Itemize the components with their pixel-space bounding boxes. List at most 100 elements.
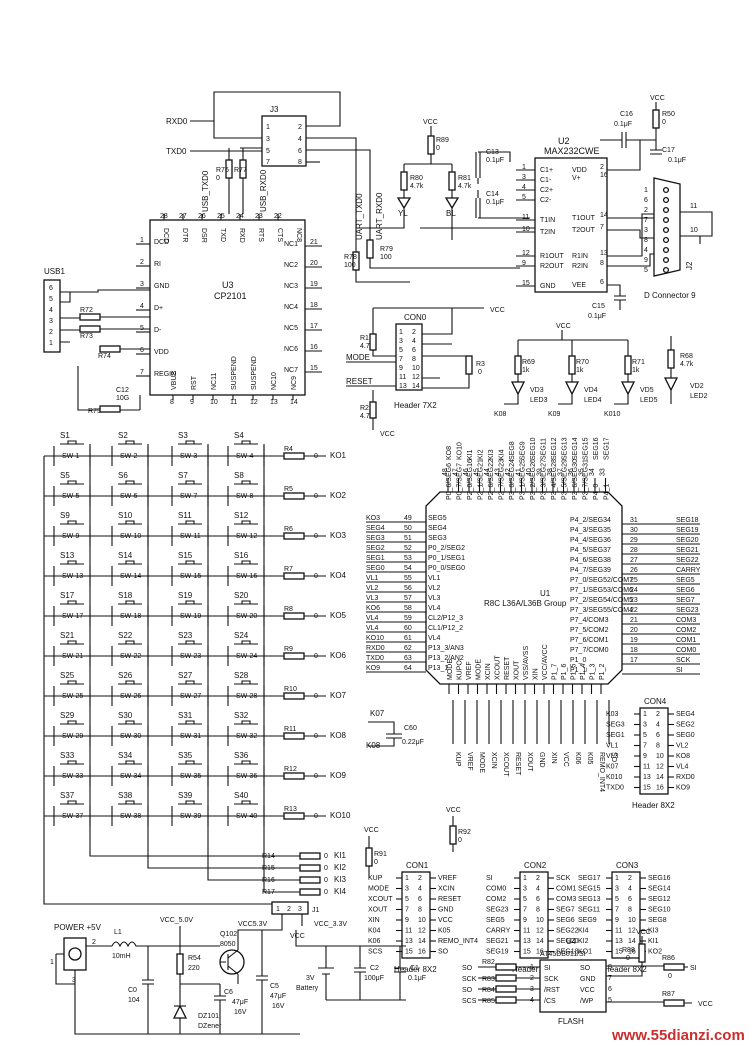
u1-top-pin-num: 41	[516, 468, 523, 476]
header-left-net: XIN	[368, 917, 380, 924]
u1-left-pin-num: 61	[404, 635, 412, 642]
u3-top-pin-name: RTS	[257, 228, 264, 242]
header-body	[401, 871, 431, 959]
switch-label: S40	[234, 791, 249, 800]
header-pin-num: 1	[643, 711, 647, 718]
header-left-net: TXD0	[606, 785, 624, 792]
u1-top-pin-num: 34	[589, 468, 596, 476]
header-right-net: XCIN	[438, 886, 455, 893]
u4-right-pin-num: 8	[608, 964, 612, 971]
header-pin-num: 6	[628, 896, 632, 903]
switch-icon	[234, 600, 258, 605]
u1-right-pin-name: P7_7/COM0	[570, 647, 609, 654]
u1-top-pin-num: 48	[442, 468, 449, 476]
switch-label: S8	[234, 471, 244, 480]
db9-pin-num: 9	[644, 257, 648, 264]
db9-shell: 11	[690, 203, 697, 210]
header-pin-num: 16	[536, 949, 544, 956]
header-pin-num: 14	[418, 938, 426, 945]
row-net: KO3	[330, 531, 347, 540]
con0-pin-num: 5	[399, 347, 403, 354]
col-resistor	[299, 864, 321, 872]
r79-label: R79	[380, 246, 393, 253]
c2-value: 100μF	[364, 975, 384, 982]
u1-top-pin-num: 33	[600, 468, 607, 476]
u1-bottom-pin-name: RESET	[504, 656, 511, 680]
u2-right-pin-num: 2	[600, 164, 604, 171]
u1-left-net: VL2	[366, 585, 379, 592]
k07-net: K07	[370, 709, 385, 718]
usb-pin-num: 5	[49, 296, 53, 303]
row-resistor-label: R13	[284, 806, 297, 813]
u1-right-pin-num: 26	[630, 567, 638, 574]
switch-name: SW-21	[62, 653, 83, 660]
u1-bottom-pin-name: MODE	[476, 659, 483, 680]
u1-right-net: COM2	[676, 627, 696, 634]
header-right-net: SEG22	[556, 928, 579, 935]
u3-bottom-pin-num: 12	[250, 399, 258, 406]
u1-top-net: SEG13	[562, 437, 569, 460]
switch-name: SW-12	[236, 533, 257, 540]
u1-right-net: SEG21	[676, 547, 699, 554]
switch-icon	[60, 720, 84, 725]
vcc-label: VCC	[364, 827, 379, 834]
header-pin-num: 10	[536, 917, 544, 924]
j3-pin: 6	[298, 148, 302, 155]
u2-right-pin-name: VEE	[572, 282, 586, 289]
u1-top-pin-num: 38	[547, 468, 554, 476]
u1-left-pin-name: SEG4	[428, 525, 447, 532]
wire	[504, 394, 519, 405]
header-name: Header 8X2	[604, 965, 647, 974]
u2-left-pin-name: C1+	[540, 167, 553, 174]
u3-bottom-pin-name: SUSPEND	[251, 356, 258, 390]
header-pin-num: 14	[536, 938, 544, 945]
header-left-net: KO1	[578, 949, 592, 956]
switch-name: SW-38	[120, 813, 141, 820]
switch-icon	[178, 720, 202, 725]
u1-right-pin-name: P7_3/SEG55/COM4	[570, 607, 633, 614]
u3-right-pin-num: 21	[310, 239, 318, 246]
header-pin-num: 12	[536, 928, 544, 935]
led-name: LED4	[584, 397, 602, 404]
header-right-net: KI1	[648, 938, 659, 945]
header-pin-num: 2	[656, 711, 660, 718]
u3-right-pin-name: NC2	[284, 262, 298, 269]
db9-pin	[662, 186, 670, 194]
flash-label: FLASH	[558, 1017, 584, 1026]
con0-pin-num: 3	[399, 338, 403, 345]
r54-value: 220	[188, 965, 200, 972]
header-body	[519, 871, 549, 959]
switch-label: S9	[60, 511, 70, 520]
header-pin-num: 4	[418, 886, 422, 893]
bl-led-label: BL	[446, 209, 456, 218]
u1-top-pin-name: P3_3/SEG27	[541, 459, 548, 500]
u1-right-net: SEG19	[676, 527, 699, 534]
u1-top-net: KI3	[488, 449, 495, 460]
header-pin-num: 15	[615, 949, 623, 956]
u3-right-pin-num: 15	[310, 365, 318, 372]
switch-icon	[60, 480, 84, 485]
u3-left-pin-name: REGIN	[154, 371, 176, 378]
u3-top-pin-name: DTR	[181, 228, 188, 242]
header-pin-num: 4	[656, 722, 660, 729]
u1-bottom-net: SO	[610, 752, 617, 763]
usb1-label: USB1	[44, 267, 65, 276]
r92-label: R92	[458, 829, 471, 836]
switch-icon	[234, 480, 258, 485]
wire	[263, 444, 300, 893]
wire	[43, 456, 300, 905]
header-left-net: SEG15	[578, 886, 601, 893]
u3-bottom-pins: VBUS8RST9NC1110SUSPEND11SUSPEND12NC1013N…	[170, 356, 298, 406]
header-name: Header 8X2	[632, 801, 675, 810]
u1-top-pin-name: P3_0/SEG24	[509, 459, 516, 500]
con0-pin-num: 11	[399, 374, 406, 381]
u1-right-net: COM3	[676, 617, 696, 624]
con0-name: Header 7X2	[394, 401, 437, 410]
row-resistor	[283, 772, 305, 780]
u4-net: SCS	[462, 998, 477, 1005]
row-resistor	[283, 452, 305, 460]
u1-left-net: SEG1	[366, 555, 385, 562]
u1-left-net: KO3	[366, 515, 380, 522]
led-resistor	[514, 355, 522, 375]
